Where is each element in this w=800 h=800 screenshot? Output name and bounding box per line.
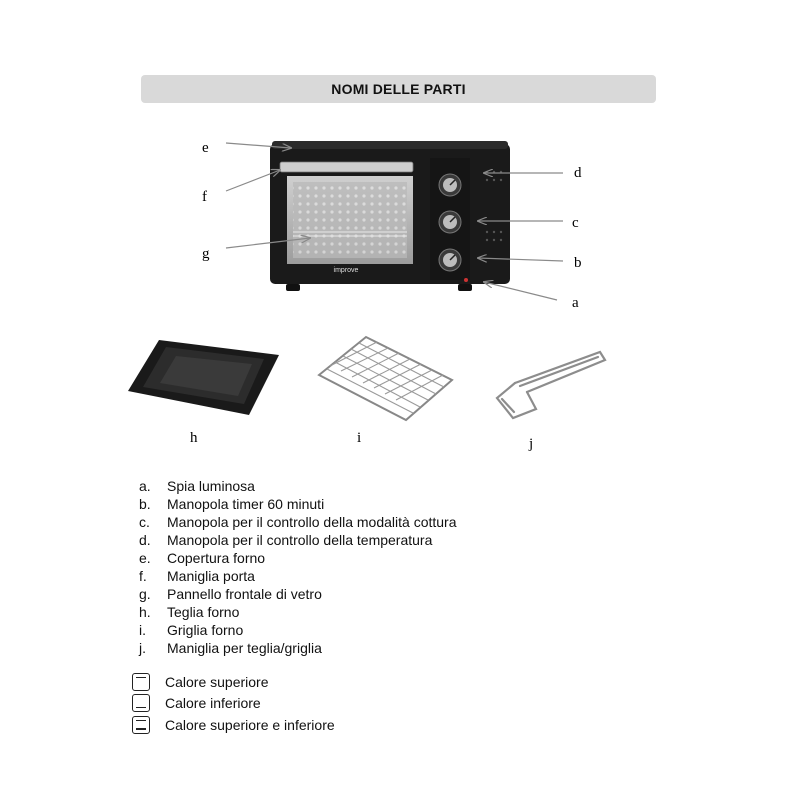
oven-foot bbox=[458, 284, 472, 291]
part-key: d. bbox=[139, 532, 151, 548]
timer-knob bbox=[438, 248, 462, 272]
brand-logo: improve bbox=[334, 267, 359, 274]
mode-label: Calore superiore bbox=[165, 673, 269, 690]
side-vents bbox=[485, 170, 503, 242]
list-item: j. Maniglia per teglia/griglia bbox=[139, 639, 457, 657]
callout-letter-i: i bbox=[357, 430, 361, 446]
part-label: Copertura forno bbox=[167, 550, 266, 566]
arrow-g bbox=[225, 238, 310, 249]
oven-cavity bbox=[293, 182, 407, 258]
part-label: Manopola per il controllo della modalità… bbox=[167, 514, 457, 530]
temperature-knob bbox=[438, 173, 462, 197]
callout-letter-a: a bbox=[572, 295, 579, 311]
list-item: Calore inferiore bbox=[132, 693, 335, 715]
list-item: b. Manopola timer 60 minuti bbox=[139, 495, 457, 513]
arrow-a bbox=[484, 282, 558, 301]
part-key: b. bbox=[139, 496, 151, 512]
list-item: a. Spia luminosa bbox=[139, 477, 457, 495]
top-heat-icon bbox=[132, 672, 150, 691]
parts-list: a. Spia luminosa b. Manopola timer 60 minu… bbox=[139, 477, 457, 657]
part-label: Spia luminosa bbox=[167, 478, 255, 494]
part-label: Teglia forno bbox=[167, 604, 240, 620]
list-item: f. Maniglia porta bbox=[139, 567, 457, 585]
door-handle bbox=[279, 161, 414, 173]
callout-letter-g: g bbox=[202, 246, 210, 262]
part-label: Manopola timer 60 minuti bbox=[167, 496, 325, 512]
callout-letter-d: d bbox=[574, 165, 582, 181]
callout-arrows bbox=[225, 142, 564, 301]
arrow-e bbox=[225, 142, 291, 148]
arrow-b bbox=[478, 258, 564, 261]
top-bottom-heat-icon bbox=[132, 715, 150, 734]
oven-rack-illustration bbox=[317, 335, 454, 422]
list-item: c. Manopola per il controllo della modali… bbox=[139, 513, 457, 531]
part-key: c. bbox=[139, 514, 150, 530]
arrow-f bbox=[225, 170, 280, 192]
part-key: i. bbox=[139, 622, 146, 638]
list-item: h. Teglia forno bbox=[139, 603, 457, 621]
part-key: e. bbox=[139, 550, 151, 566]
part-label: Maniglia per teglia/griglia bbox=[167, 640, 322, 656]
callout-letter-f: f bbox=[202, 189, 207, 205]
list-item: e. Copertura forno bbox=[139, 549, 457, 567]
part-key: a. bbox=[139, 478, 151, 494]
list-item: g. Pannello frontale di vetro bbox=[139, 585, 457, 603]
heating-modes-legend: Calore superiore Calore inferiore Calore… bbox=[132, 671, 335, 736]
parts-diagram: improve bbox=[128, 140, 607, 452]
callout-letter-h: h bbox=[190, 430, 198, 446]
cooking-mode-knob bbox=[438, 210, 462, 234]
part-key: g. bbox=[139, 586, 151, 602]
indicator-light bbox=[464, 278, 468, 282]
list-item: Calore superiore bbox=[132, 671, 335, 693]
oven-cover bbox=[272, 141, 508, 149]
callout-letter-e: e bbox=[202, 140, 209, 156]
part-label: Pannello frontale di vetro bbox=[167, 586, 322, 602]
mode-label: Calore superiore e inferiore bbox=[165, 716, 335, 733]
part-label: Maniglia porta bbox=[167, 568, 255, 584]
oven-illustration: improve bbox=[270, 141, 510, 291]
tray-handle-illustration bbox=[495, 350, 607, 420]
baking-tray-illustration bbox=[128, 340, 279, 415]
bottom-heat-icon bbox=[132, 694, 150, 713]
part-label: Manopola per il controllo della temperat… bbox=[167, 532, 433, 548]
list-item: d. Manopola per il controllo della temper… bbox=[139, 531, 457, 549]
page-title: NOMI DELLE PARTI bbox=[331, 81, 466, 97]
callout-letter-c: c bbox=[572, 215, 579, 231]
part-label: Griglia forno bbox=[167, 622, 244, 638]
part-key: j. bbox=[139, 640, 146, 656]
part-key: f. bbox=[139, 568, 147, 584]
mode-label: Calore inferiore bbox=[165, 695, 261, 712]
oven-foot bbox=[286, 284, 300, 291]
callout-letter-j: j bbox=[528, 436, 533, 452]
part-key: h. bbox=[139, 604, 151, 620]
list-item: Calore superiore e inferiore bbox=[132, 714, 335, 736]
callout-letter-b: b bbox=[574, 255, 582, 271]
section-title-bar: NOMI DELLE PARTI bbox=[141, 75, 656, 103]
list-item: i. Griglia forno bbox=[139, 621, 457, 639]
